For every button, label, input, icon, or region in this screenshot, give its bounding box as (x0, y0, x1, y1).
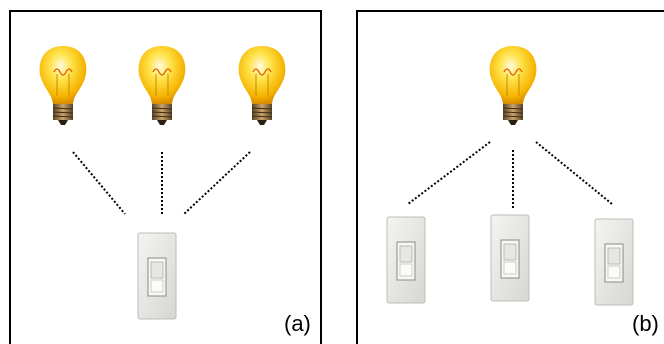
connector-line (183, 151, 251, 215)
light-switch-icon (490, 214, 530, 302)
connector-line (407, 141, 491, 205)
light-bulb-icon (488, 45, 538, 126)
light-switch-icon (594, 218, 634, 306)
light-bulb-icon (38, 45, 88, 126)
light-switch-icon (386, 216, 426, 304)
panel-label-b: (b) (632, 311, 659, 336)
light-bulb-icon (237, 45, 287, 126)
light-bulb-icon (137, 45, 187, 126)
connector-line (72, 151, 126, 215)
panel-label-a: (a) (284, 311, 311, 336)
connector-line (535, 141, 613, 205)
light-switch-icon (137, 232, 177, 320)
